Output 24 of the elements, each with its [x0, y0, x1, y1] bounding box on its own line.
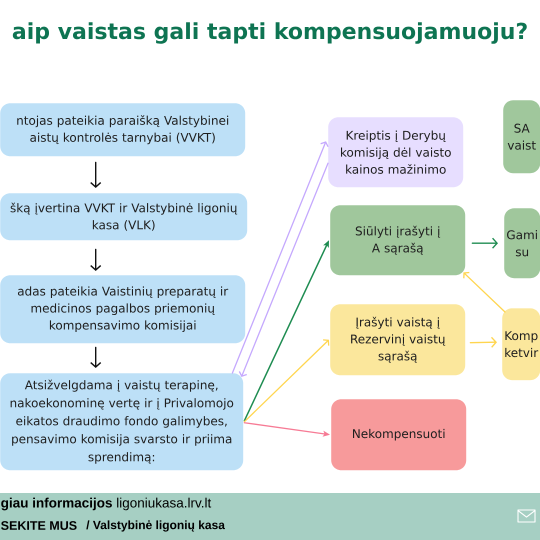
arrow	[90, 162, 102, 188]
process-box: SA vaist	[503, 100, 540, 174]
arrow	[470, 336, 497, 348]
arrow	[90, 248, 102, 271]
footer-text: giau informacijos ligoniukasa.lrv.lt	[1, 498, 212, 510]
process-box: ntojas pateikia paraišką Valstybinei aistų kontrolės tarnybai (VVKT)	[0, 103, 246, 156]
process-box: adas pateikia Vaistinių preparatų ir medicinos pagalbos priemonių kompensavimo komisijai	[0, 275, 246, 344]
arrow	[472, 238, 498, 249]
title: aip vaistas gali tapti kompensuojamuoju?	[12, 22, 527, 44]
process-box: Atsižvelgdama į vaistų terapinę, nakoekonominę vertę ir į Privalomojo eikatos draudimo fondo galimybes, pensavimo komisija svarsto ir priima sprendimą:	[0, 373, 244, 470]
process-box: Nekompensuoti	[331, 399, 466, 470]
arrow	[463, 272, 506, 313]
arrow	[238, 162, 329, 377]
arrow	[90, 346, 102, 368]
footer-text: SEKITE MUS	[1, 521, 77, 530]
process-box: Kreiptis į Derybų komisiją dėl vaisto kainos mažinimo	[328, 117, 464, 188]
process-box: Siūlyti įrašyti į A sąrašą	[330, 205, 466, 276]
process-box: šką įvertina VVKT ir Valstybinė ligonių kasa (VLK)	[0, 193, 248, 240]
arrow	[232, 141, 329, 374]
footer-text: / Valstybinė ligonių kasa	[86, 520, 225, 532]
process-box: Įrašyti vaistą į Rezervinį vaistų sąrašą	[330, 304, 466, 376]
process-box: Gami su	[504, 208, 540, 278]
process-box: Komp ketvir	[502, 308, 540, 380]
arrow	[244, 339, 330, 422]
